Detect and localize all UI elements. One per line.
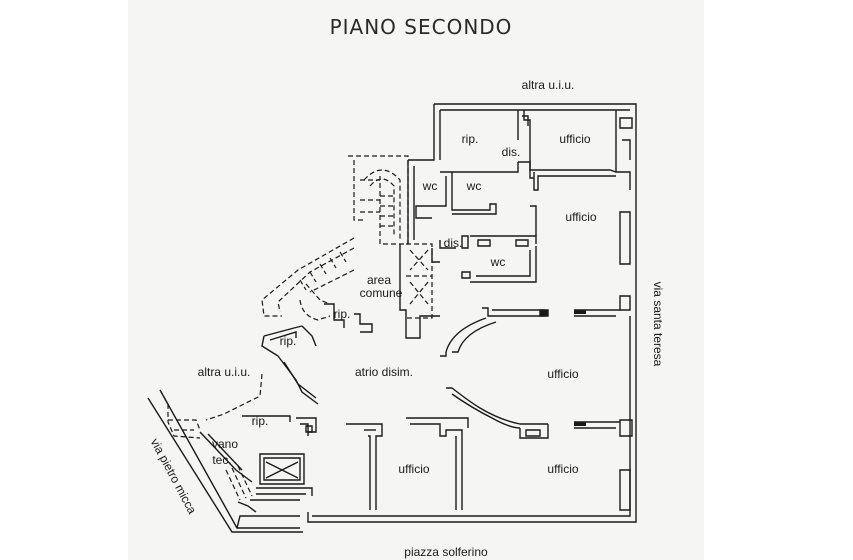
room-label-rip-lower: rip. (252, 414, 269, 428)
room-label-rip-left: rip. (280, 334, 297, 348)
room-label-ufficio-center: ufficio (547, 367, 578, 381)
room-label-ufficio-top: ufficio (559, 132, 590, 146)
neighbor-label-top: altra u.i.u. (522, 78, 575, 92)
room-label-comune: comune (360, 286, 403, 300)
room-label-tec: tec. (212, 453, 231, 467)
drawing-sheet (128, 0, 704, 560)
street-label-right: via santa teresa (651, 282, 665, 367)
room-label-dis-mid: dis. (444, 236, 463, 250)
plan-title: PIANO SECONDO (330, 15, 513, 39)
neighbor-label-left: altra u.i.u. (198, 365, 251, 379)
room-label-wc-2: wc (466, 179, 482, 193)
room-label-rip-top: rip. (462, 132, 479, 146)
room-label-rip-small: rip. (334, 307, 351, 321)
room-label-area: area (367, 273, 391, 287)
room-label-dis-top: dis. (502, 145, 521, 159)
dashed-lines (159, 155, 433, 501)
room-label-ufficio-bl: ufficio (398, 462, 429, 476)
room-label-ufficio-br: ufficio (547, 462, 578, 476)
room-label-atrio: atrio disim. (355, 365, 413, 379)
room-label-wc-3: wc (490, 255, 506, 269)
room-label-ufficio-right: ufficio (565, 210, 596, 224)
room-label-vano: vano (212, 437, 238, 451)
walls (147, 103, 637, 533)
room-label-wc-1: wc (422, 179, 438, 193)
street-label-bottom: piazza solferino (404, 545, 488, 559)
